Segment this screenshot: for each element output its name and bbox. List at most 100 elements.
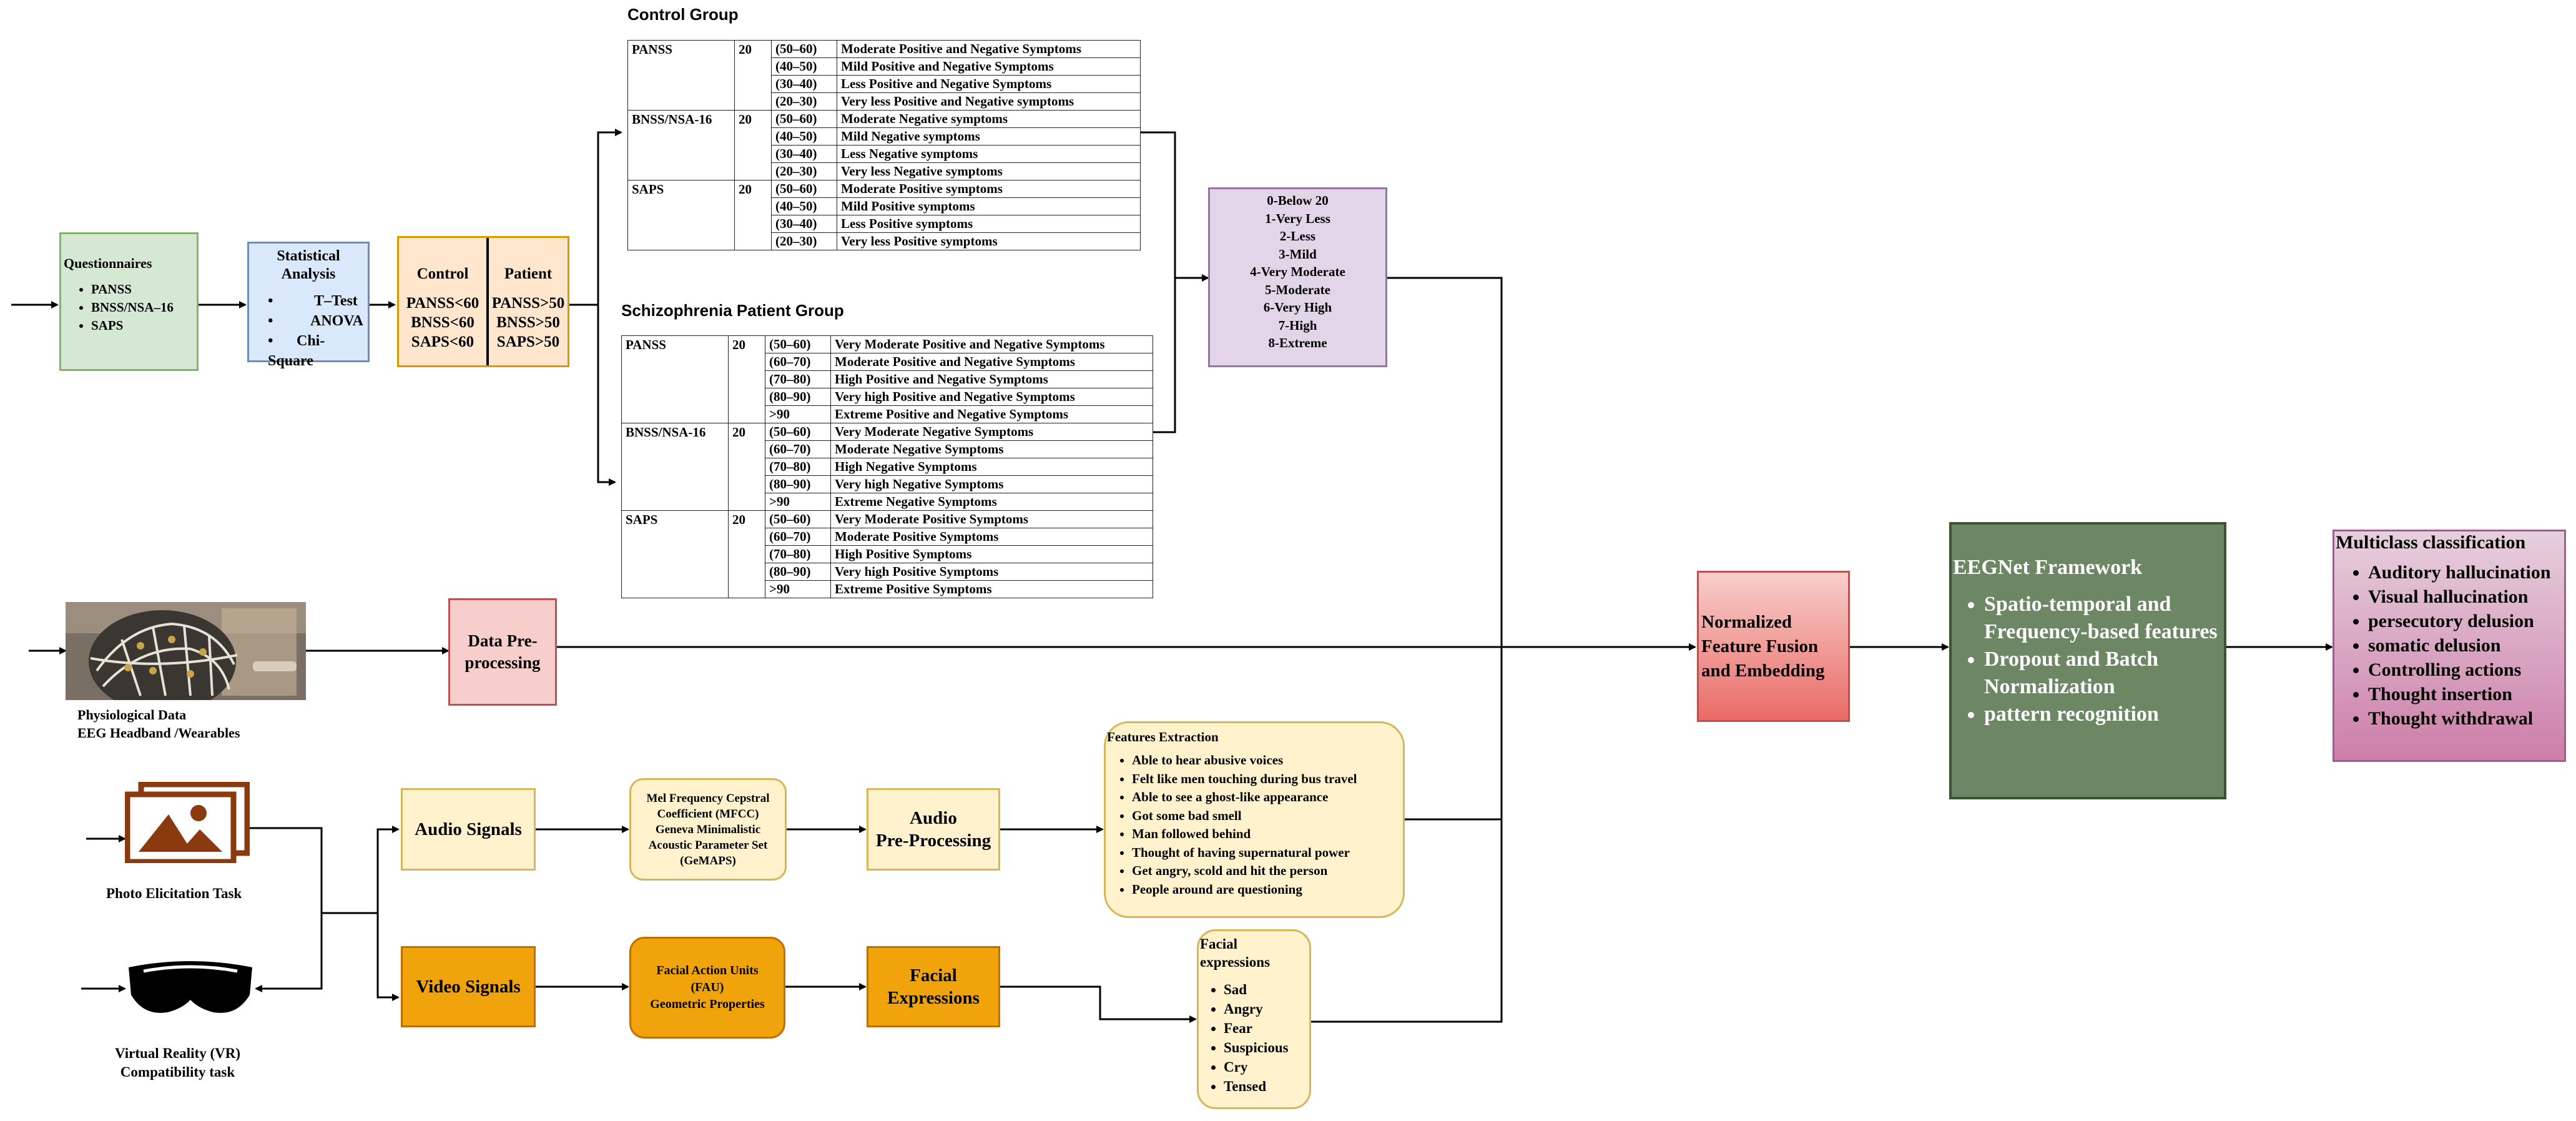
- symptom-label-cell: Very Moderate Positive Symptoms: [830, 510, 1153, 528]
- control-threshold: PANSS<60: [406, 295, 479, 312]
- control-title: Control: [416, 265, 469, 282]
- symptom-label-cell: Mild Positive and Negative Symptoms: [837, 57, 1141, 76]
- scale-name-cell: PANSS: [627, 40, 735, 111]
- symptom-label-cell: Very Moderate Positive and Negative Symp…: [830, 335, 1153, 353]
- audio-pre-line: Pre-Processing: [875, 831, 991, 851]
- symptom-label-cell: Moderate Positive symptoms: [837, 180, 1141, 198]
- symptom-label-cell: Mild Negative symptoms: [837, 127, 1141, 146]
- scale-n-cell: 20: [734, 180, 772, 250]
- score-range-cell: (70–80): [765, 458, 831, 476]
- scale-n-cell: 20: [734, 110, 772, 180]
- severity-level: 5-Moderate: [1265, 282, 1330, 297]
- features-extraction-box: Features Extraction Able to hear abusive…: [1104, 721, 1405, 918]
- symptom-label-cell: Less Positive and Negative Symptoms: [837, 75, 1141, 93]
- class-item: Visual hallucination: [2368, 585, 2564, 609]
- statistical-test-item: •ANOVA: [268, 313, 363, 329]
- score-range-cell: (80–90): [765, 563, 831, 581]
- questionnaires-box: Questionnaires PANSS BNSS/NSA–16 SAPS: [59, 232, 199, 371]
- eeg-photo: [66, 602, 306, 700]
- statistical-test-item: •Chi-Square: [268, 333, 325, 369]
- score-range-cell: (30–40): [771, 145, 837, 163]
- facial-expression-item: Sad: [1224, 980, 1309, 999]
- severity-level: 6-Very High: [1263, 300, 1332, 315]
- multiclass-classification-box: Multiclass classification Auditory hallu…: [2333, 530, 2566, 762]
- statistical-test-item: •T–Test: [268, 293, 358, 309]
- scale-row: (60–70)Moderate Positive Symptoms: [622, 528, 1153, 546]
- data-preprocessing-box: Data Pre- processing: [448, 598, 557, 706]
- score-range-cell: (30–40): [771, 215, 837, 233]
- mfcc-line: (GeMAPS): [680, 854, 736, 867]
- symptom-label-cell: Very less Negative symptoms: [837, 162, 1141, 180]
- symptom-label-cell: High Positive Symptoms: [830, 545, 1153, 563]
- scale-row: (70–80)High Negative Symptoms: [622, 458, 1153, 476]
- symptom-label-cell: Less Negative symptoms: [837, 145, 1141, 163]
- scale-n-cell: 20: [728, 335, 765, 423]
- scale-name-cell: SAPS: [627, 180, 735, 250]
- statistical-analysis-box: Statistical Analysis •T–Test •ANOVA •Chi…: [247, 242, 370, 369]
- class-item: persecutory delusion: [2368, 609, 2564, 633]
- score-range-cell: (20–30): [771, 162, 837, 180]
- score-range-cell: (80–90): [765, 475, 831, 493]
- feature-item: Got some bad smell: [1132, 807, 1403, 826]
- scale-row: (20–30)Very less Negative symptoms: [628, 162, 1141, 180]
- symptom-label-cell: Extreme Positive and Negative Symptoms: [830, 405, 1153, 423]
- fusion-line: Feature Fusion: [1701, 636, 1819, 656]
- score-range-cell: >90: [765, 405, 831, 423]
- score-range-cell: (50–60): [765, 510, 831, 528]
- scale-row: (80–90)Very high Positive and Negative S…: [622, 388, 1153, 406]
- score-range-cell: (50–60): [771, 180, 837, 198]
- class-item: Thought withdrawal: [2368, 706, 2564, 731]
- symptom-label-cell: Very less Positive symptoms: [837, 232, 1141, 250]
- severity-level: 3-Mild: [1279, 246, 1317, 262]
- symptom-label-cell: Mild Positive symptoms: [837, 197, 1141, 215]
- feature-item: Able to see a ghost-like appearance: [1132, 788, 1403, 807]
- symptom-label-cell: High Positive and Negative Symptoms: [830, 370, 1153, 388]
- class-item: Controlling actions: [2368, 658, 2564, 682]
- severity-level: 4-Very Moderate: [1250, 264, 1345, 279]
- severity-level: 2-Less: [1279, 229, 1316, 244]
- multiclass-title: Multiclass classification: [2336, 532, 2526, 553]
- symptom-label-cell: Very less Positive and Negative symptoms: [837, 92, 1141, 111]
- class-item: somatic delusion: [2368, 633, 2564, 658]
- control-threshold: BNSS<60: [411, 314, 474, 331]
- symptom-label-cell: Less Positive symptoms: [837, 215, 1141, 233]
- scale-row: (20–30)Very less Positive and Negative s…: [628, 92, 1141, 111]
- score-range-cell: (50–60): [765, 423, 831, 441]
- questionnaire-item: SAPS: [91, 317, 194, 335]
- mfcc-gemaps-box: Mel Frequency Cepstral Coefficient (MFCC…: [629, 778, 787, 881]
- facial-expression-item: Fear: [1224, 1019, 1309, 1038]
- facial-expression-item: Suspicious: [1224, 1038, 1309, 1057]
- feature-item: Able to hear abusive voices: [1132, 751, 1403, 770]
- score-range-cell: (50–60): [771, 110, 837, 128]
- physiological-caption-line: Physiological Data: [77, 707, 187, 723]
- patient-threshold: SAPS>50: [496, 333, 560, 350]
- severity-level: 7-High: [1278, 317, 1317, 333]
- mfcc-line: Mel Frequency Cepstral: [646, 791, 770, 805]
- symptom-label-cell: Extreme Negative Symptoms: [830, 493, 1153, 511]
- score-range-cell: (40–50): [771, 127, 837, 146]
- questionnaire-item: BNSS/NSA–16: [91, 299, 194, 317]
- symptom-label-cell: Very high Positive Symptoms: [830, 563, 1153, 581]
- facial-list: SadAngryFearSuspiciousCryTensed: [1199, 980, 1309, 1096]
- multiclass-list: Auditory hallucinationVisual hallucinati…: [2334, 560, 2564, 731]
- facial-expression-item: Tensed: [1224, 1077, 1309, 1096]
- features-list: Able to hear abusive voicesFelt like men…: [1106, 751, 1403, 899]
- vr-task-caption: Virtual Reality (VR) Compatibility task: [115, 1044, 240, 1082]
- fau-line: (FAU): [691, 980, 724, 994]
- severity-level: 0-Below 20: [1267, 193, 1329, 208]
- eegnet-features-list: Spatio-temporal and Frequency-based feat…: [1952, 591, 2218, 728]
- mfcc-line: Acoustic Parameter Set: [648, 838, 768, 852]
- control-group-title: Control Group: [627, 5, 739, 24]
- scale-row: (30–40)Less Positive and Negative Sympto…: [628, 75, 1141, 93]
- scale-name-cell: SAPS: [621, 510, 729, 598]
- score-range-cell: (70–80): [765, 545, 831, 563]
- scale-row: (30–40)Less Negative symptoms: [628, 145, 1141, 163]
